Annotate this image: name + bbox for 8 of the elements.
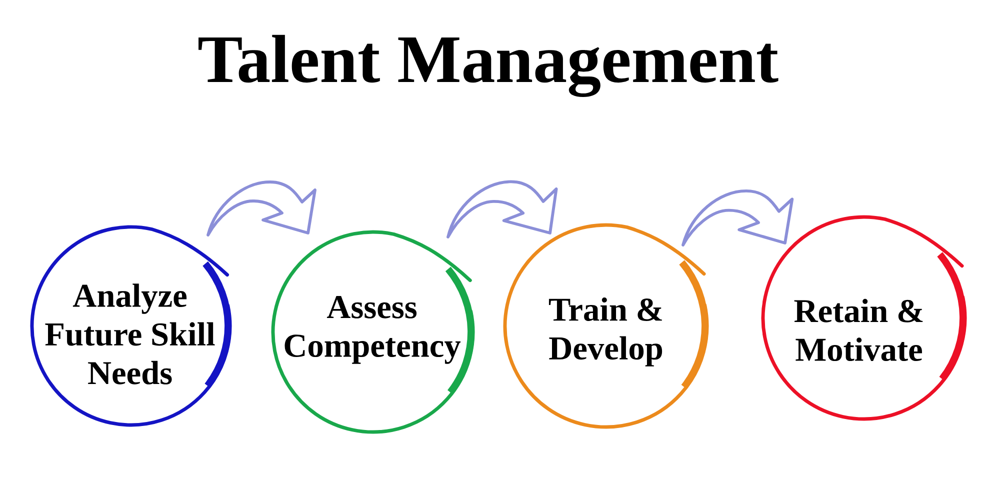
circle-node: Retain & Motivate (761, 215, 967, 421)
curved-arrow (206, 180, 316, 236)
curved-arrow (446, 180, 558, 238)
title: Talent Management (198, 34, 778, 97)
curved-arrow (682, 190, 794, 246)
circle-node: Assess Competency (271, 230, 475, 434)
circle-node: Analyze Future Skill Needs (30, 225, 232, 427)
circle-node: Train & Develop (503, 223, 709, 429)
